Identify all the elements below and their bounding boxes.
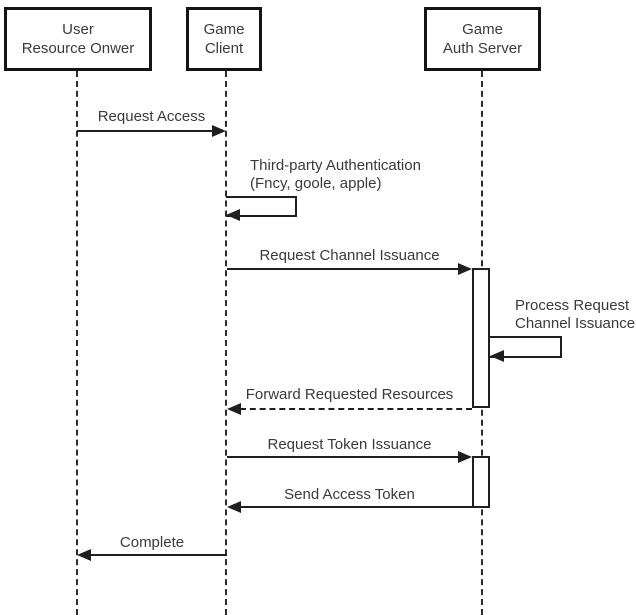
third-party-auth-self-loop	[226, 196, 297, 217]
process-request-label: Process Request Channel Issuance	[515, 297, 635, 333]
third-party-auth-label-line1: Third-party Authentication	[250, 157, 421, 174]
request-channel-issuance-label: Request Channel Issuance	[259, 247, 440, 264]
request-token-issuance-label: Request Token Issuance	[267, 436, 432, 453]
actor-name-line: Auth Server	[442, 40, 523, 57]
third-party-auth-label-line2: (Fncy, goole, apple)	[250, 175, 382, 192]
process-request-label-line1: Process Request	[515, 297, 630, 314]
send-access-token-arrowhead	[227, 501, 241, 513]
actor-name-line: Game	[462, 21, 503, 38]
actor-name-line: Game	[203, 21, 245, 38]
send-access-token-line	[240, 506, 472, 508]
complete-label: Complete	[119, 534, 185, 551]
send-access-token-label: Send Access Token	[284, 486, 415, 503]
forward-requested-resources-arrowhead	[227, 403, 241, 415]
request-access-line	[77, 130, 214, 132]
lifeline-user-resource-owner	[76, 71, 78, 615]
request-access-label: Request Access	[97, 108, 206, 125]
actor-name-line: Client	[204, 40, 244, 57]
third-party-auth-arrowhead	[226, 209, 240, 221]
actor-box-user-resource-owner: User Resource Onwer	[4, 7, 152, 71]
activation-bar-channel-issuance	[472, 268, 490, 408]
request-channel-issuance-line	[227, 268, 459, 270]
actor-name-line: User	[62, 21, 94, 38]
complete-arrowhead	[77, 549, 91, 561]
activation-bar-token-issuance	[472, 456, 490, 508]
actor-name-line: Resource Onwer	[21, 40, 135, 57]
actor-box-game-auth-server: Game Auth Server	[424, 7, 541, 71]
request-token-issuance-line	[227, 456, 459, 458]
forward-requested-resources-label: Forward Requested Resources	[245, 386, 454, 403]
actor-box-game-client: Game Client	[186, 7, 262, 71]
request-token-issuance-arrowhead	[458, 451, 472, 463]
request-channel-issuance-arrowhead	[458, 263, 472, 275]
request-access-arrowhead	[212, 125, 226, 137]
complete-line	[90, 554, 227, 556]
process-request-arrowhead	[490, 350, 504, 362]
process-request-self-loop	[489, 336, 562, 358]
forward-requested-resources-line	[240, 408, 472, 410]
lifeline-game-client	[225, 71, 227, 615]
process-request-label-line2: Channel Issuance	[515, 315, 636, 332]
third-party-auth-label: Third-party Authentication (Fncy, goole,…	[250, 157, 421, 193]
